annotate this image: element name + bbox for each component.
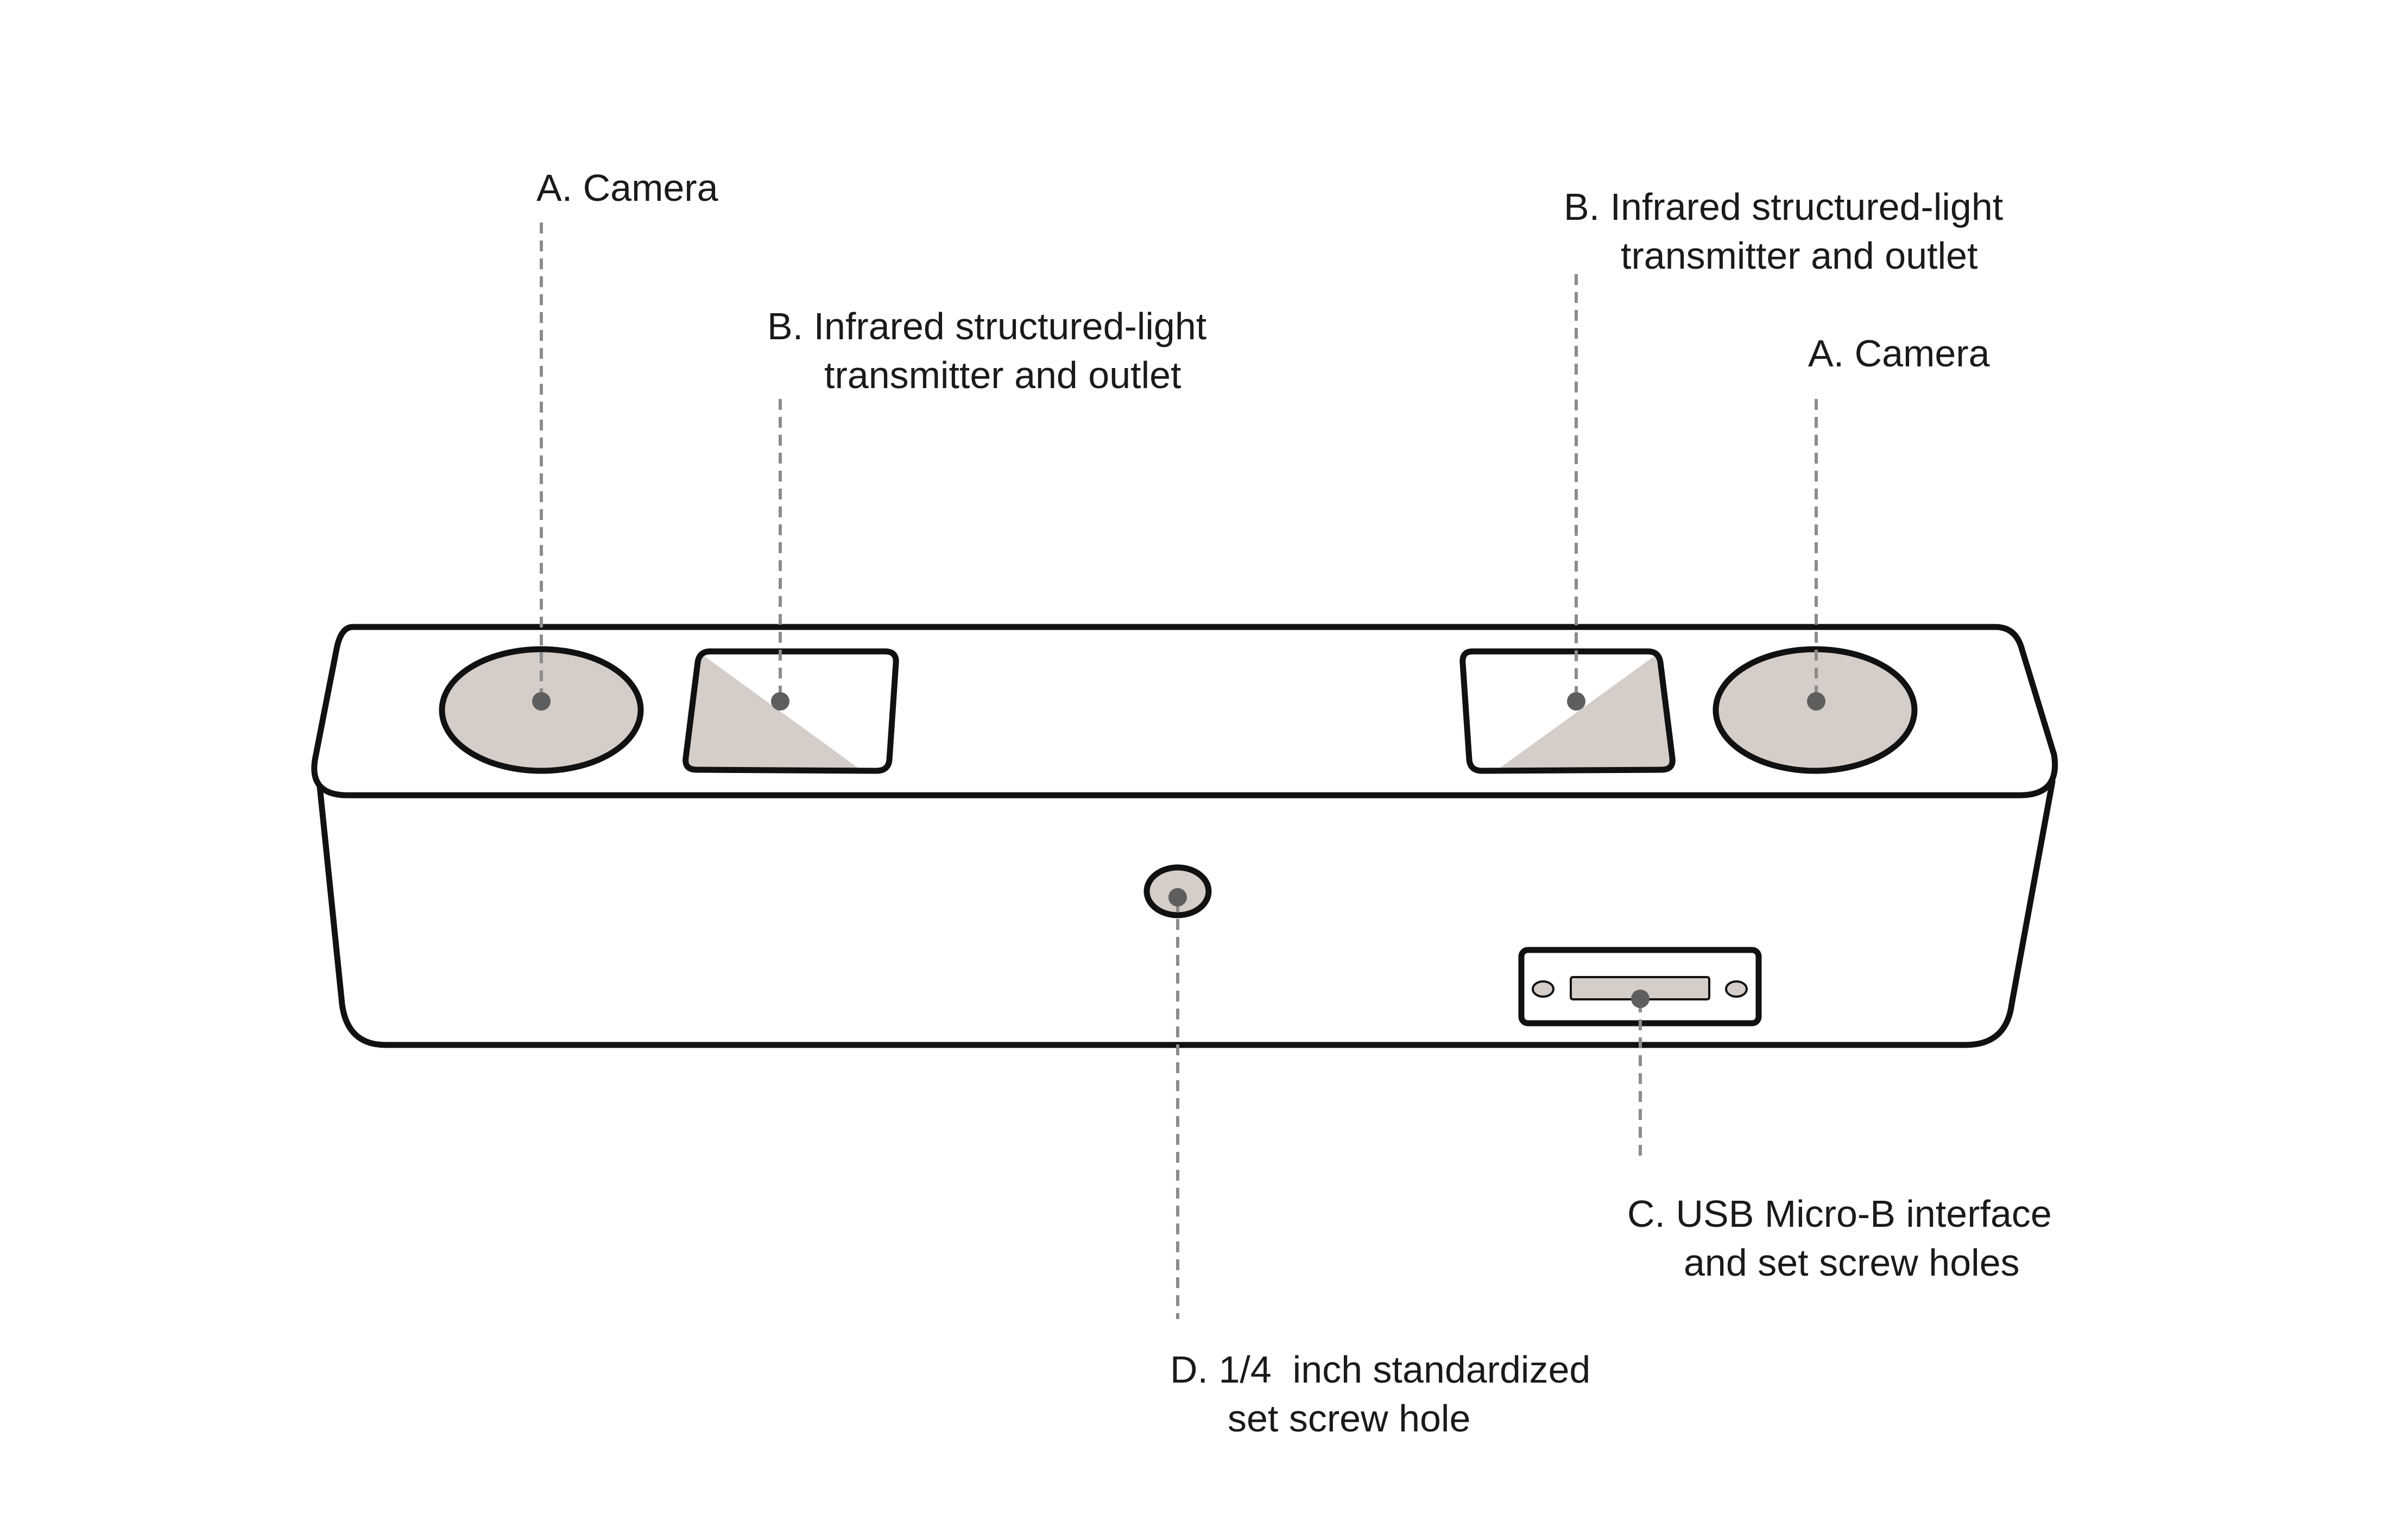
label-screw-line2: set screw hole xyxy=(1228,1397,1470,1440)
label-ir-left-line2: transmitter and outlet xyxy=(824,354,1181,396)
label-ir-left-line1: B. Infrared structured-light xyxy=(767,305,1206,347)
label-camera-left: A. Camera xyxy=(536,167,718,209)
ir-transmitter-right xyxy=(1459,648,1676,774)
label-ir-right-line2: transmitter and outlet xyxy=(1621,235,1978,277)
anchor-dot-usb xyxy=(1631,990,1650,1008)
anchor-dot-ir-left xyxy=(771,692,789,711)
label-camera-right: A. Camera xyxy=(1808,332,1990,375)
anchor-dot-ir-right xyxy=(1567,692,1585,711)
label-screw-line1: D. 1/4 inch standardized xyxy=(1170,1348,1590,1391)
ir-transmitter-left xyxy=(683,648,899,774)
anchor-dot-tripod-screw xyxy=(1168,888,1187,907)
set-screw-hole-right xyxy=(1725,980,1748,998)
label-ir-right-line1: B. Infrared structured-light xyxy=(1564,186,2003,228)
usb-port-assembly xyxy=(1518,947,1762,1026)
anchor-dot-camera-right xyxy=(1807,692,1825,711)
set-screw-hole-left xyxy=(1532,980,1554,998)
label-usb-line2: and set screw holes xyxy=(1684,1241,2020,1284)
label-usb-line1: C. USB Micro-B interface xyxy=(1627,1193,2052,1235)
anchor-dot-camera-left xyxy=(532,692,551,711)
